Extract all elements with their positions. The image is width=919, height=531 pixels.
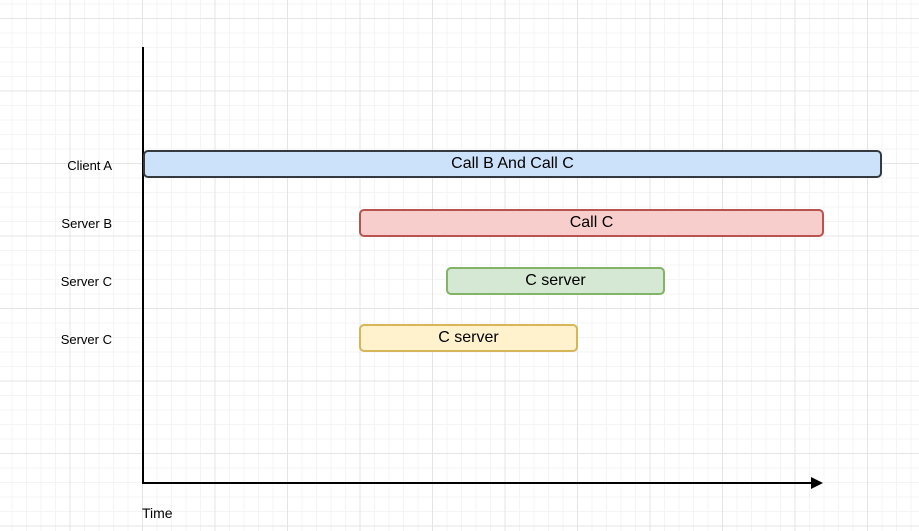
bar-c-server-yellow[interactable]: C server [359, 324, 578, 352]
y-axis-line [142, 47, 144, 484]
x-axis-line [142, 482, 814, 484]
x-axis-arrowhead-icon [811, 477, 823, 489]
bar-label: C server [438, 329, 499, 346]
bar-label: C server [525, 272, 586, 289]
row-label-server-b: Server B [61, 216, 112, 231]
row-label-server-c-2: Server C [60, 332, 112, 347]
bar-label: Call B And Call C [451, 155, 574, 172]
bar-call-b-and-call-c[interactable]: Call B And Call C [143, 150, 882, 178]
row-label-client-a: Client A [67, 158, 112, 173]
bar-label: Call C [569, 214, 614, 231]
bar-call-c[interactable]: Call C [359, 209, 824, 237]
bar-c-server-green[interactable]: C server [446, 267, 665, 295]
row-label-server-c-1: Server C [60, 274, 112, 289]
time-axis-label: Time [142, 505, 173, 521]
